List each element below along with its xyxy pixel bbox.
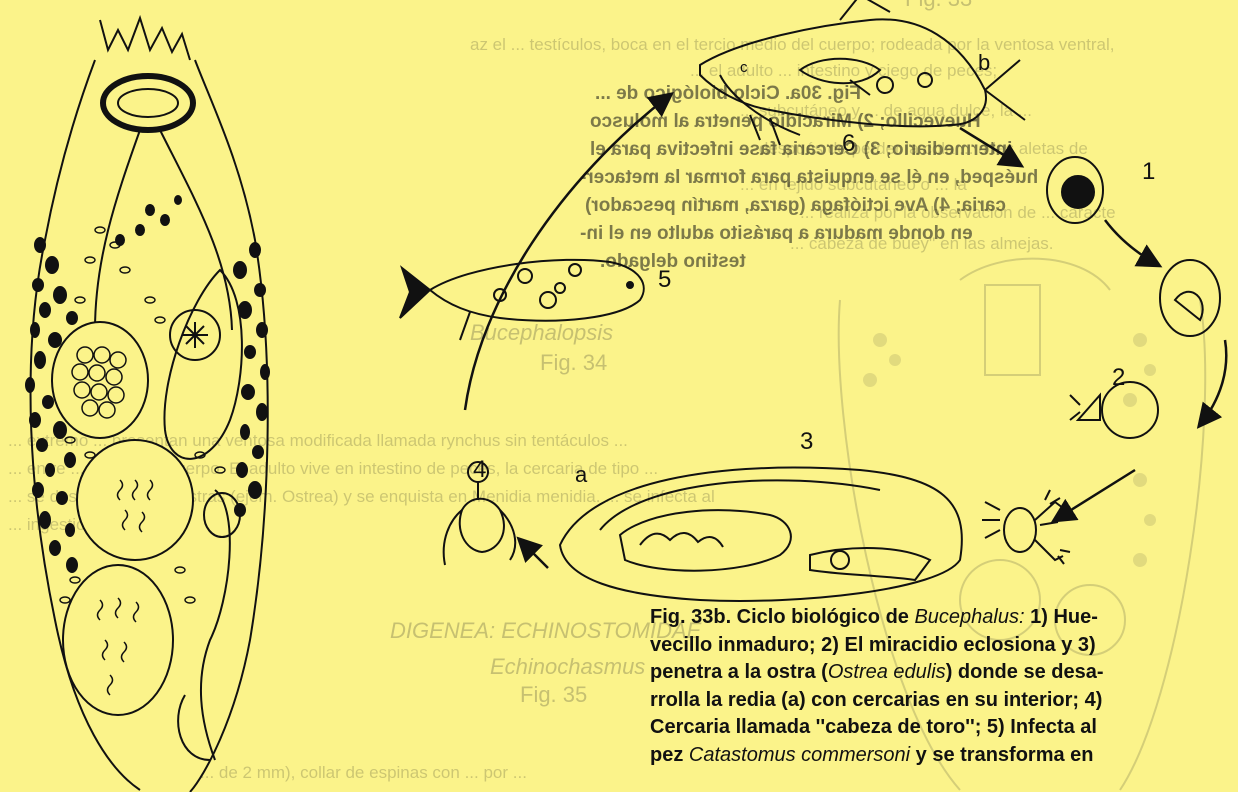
- stage-label-1: 1: [1142, 160, 1155, 184]
- arrow-to-egg: [960, 128, 1020, 165]
- arrow-to-stage-4: [520, 540, 548, 568]
- cycle-arrows: [465, 95, 1226, 568]
- stage-label-5: 5: [658, 268, 671, 292]
- caption-line-3: penetra a la ostra (Ostrea edulis) donde…: [650, 659, 1238, 687]
- label-b: b: [978, 52, 990, 74]
- arrow-to-miracidium: [1105, 220, 1158, 265]
- caption-line-5: Cercaria llamada ''cabeza de toro''; 5) …: [650, 714, 1238, 742]
- caption-line-1: Fig. 33b. Ciclo biológico de Bucephalus:…: [650, 604, 1238, 632]
- stage-label-2: 2: [1112, 366, 1125, 390]
- fish-host-b-drawing: [700, 0, 1025, 145]
- stage-label-6: 6: [842, 132, 855, 156]
- label-c: c: [740, 60, 748, 75]
- egg-1-drawing: [1047, 157, 1103, 223]
- caption-line-6: pez Catastomus commersoni y se transform…: [650, 742, 1238, 770]
- stage-label-3: 3: [800, 430, 813, 454]
- figure-caption: Fig. 33b. Ciclo biológico de Bucephalus:…: [650, 604, 1238, 770]
- cercaria-drawing: [982, 490, 1070, 564]
- arrow-to-cercaria: [1055, 470, 1135, 520]
- miracidium-drawing: [1070, 260, 1220, 438]
- arrow-to-fish-b: [465, 95, 670, 410]
- caption-line-2: vecillo inmaduro; 2) El miracidio eclosi…: [650, 632, 1238, 660]
- arrow-to-oyster-stage: [1200, 340, 1226, 425]
- stage-label-4: 4: [473, 458, 486, 482]
- adult-worm-drawing: [31, 18, 268, 792]
- fish-host-5-drawing: [400, 260, 644, 340]
- oyster-redia-drawing: [560, 468, 962, 601]
- caption-line-4: rrolla la redia (a) con cercarias en su …: [650, 687, 1238, 715]
- label-a: a: [575, 464, 587, 486]
